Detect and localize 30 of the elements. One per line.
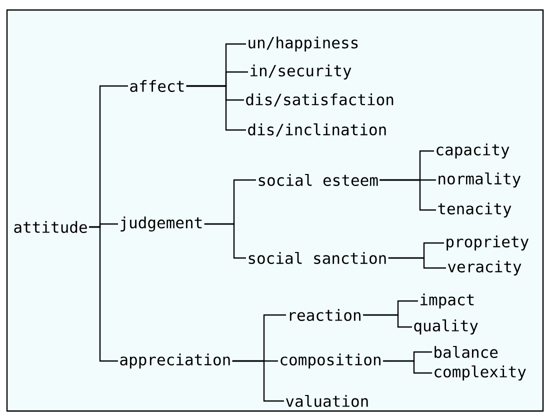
term-label: balance xyxy=(434,346,498,358)
term-label: social sanction xyxy=(248,252,386,264)
term-label: normality xyxy=(438,172,521,188)
term-label: capacity xyxy=(436,144,510,158)
term-label: veracity xyxy=(448,260,522,276)
bracket-line xyxy=(186,85,246,131)
term-label: appreciation xyxy=(120,354,230,368)
term-label: valuation xyxy=(286,394,368,408)
bracket-line xyxy=(383,360,432,374)
term-label: complexity xyxy=(434,365,526,381)
term-label: in/security xyxy=(250,64,352,80)
term-label: quality xyxy=(414,319,478,335)
term-label: reaction xyxy=(290,309,360,321)
term-label: propriety xyxy=(446,236,529,250)
bracket-line xyxy=(388,257,446,269)
bracket-line xyxy=(380,179,436,211)
term-label: composition xyxy=(280,354,380,368)
term-label: impact xyxy=(420,294,474,308)
term-label: dis/satisfaction xyxy=(246,93,394,107)
bracket-line xyxy=(204,223,246,259)
term-label: judgement xyxy=(120,216,202,232)
term-label: social esteem xyxy=(258,174,378,186)
term-label: dis/inclination xyxy=(248,123,386,137)
term-label: tenacity xyxy=(438,202,512,218)
term-label: affect xyxy=(130,80,184,92)
bracket-line xyxy=(232,360,284,402)
bracket-line xyxy=(363,314,412,328)
bracket-line xyxy=(89,226,118,362)
term-label: un/happiness xyxy=(248,36,358,52)
term-label: attitude xyxy=(14,221,87,233)
